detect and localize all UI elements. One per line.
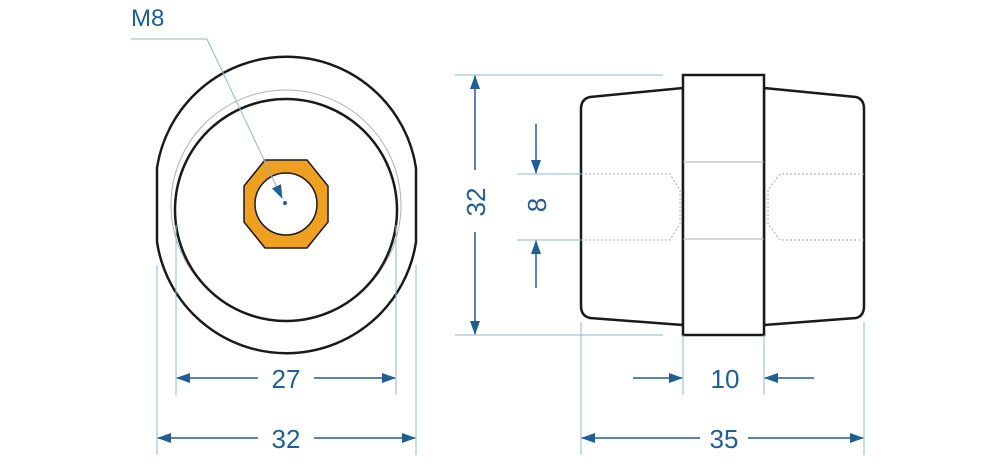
hidden-thread-left xyxy=(581,173,681,241)
dim-side-32-label: 32 xyxy=(461,188,491,217)
side-center-band xyxy=(681,73,766,337)
thread-label: M8 xyxy=(131,5,164,32)
dim-27-label: 27 xyxy=(272,364,301,394)
dim-35-label: 35 xyxy=(710,424,739,454)
dim-front-32-label: 32 xyxy=(272,424,301,454)
thread-leader-line xyxy=(206,38,283,199)
dim-10-label: 10 xyxy=(711,364,740,394)
dim-8-label: 8 xyxy=(522,198,552,212)
side-view: 32 8 10 35 xyxy=(455,73,866,455)
hidden-thread-right xyxy=(767,173,864,241)
side-left-body xyxy=(579,86,685,327)
thread-center-mark xyxy=(283,201,287,205)
side-right-body xyxy=(762,86,866,327)
front-view: M8 27 32 xyxy=(131,5,418,455)
